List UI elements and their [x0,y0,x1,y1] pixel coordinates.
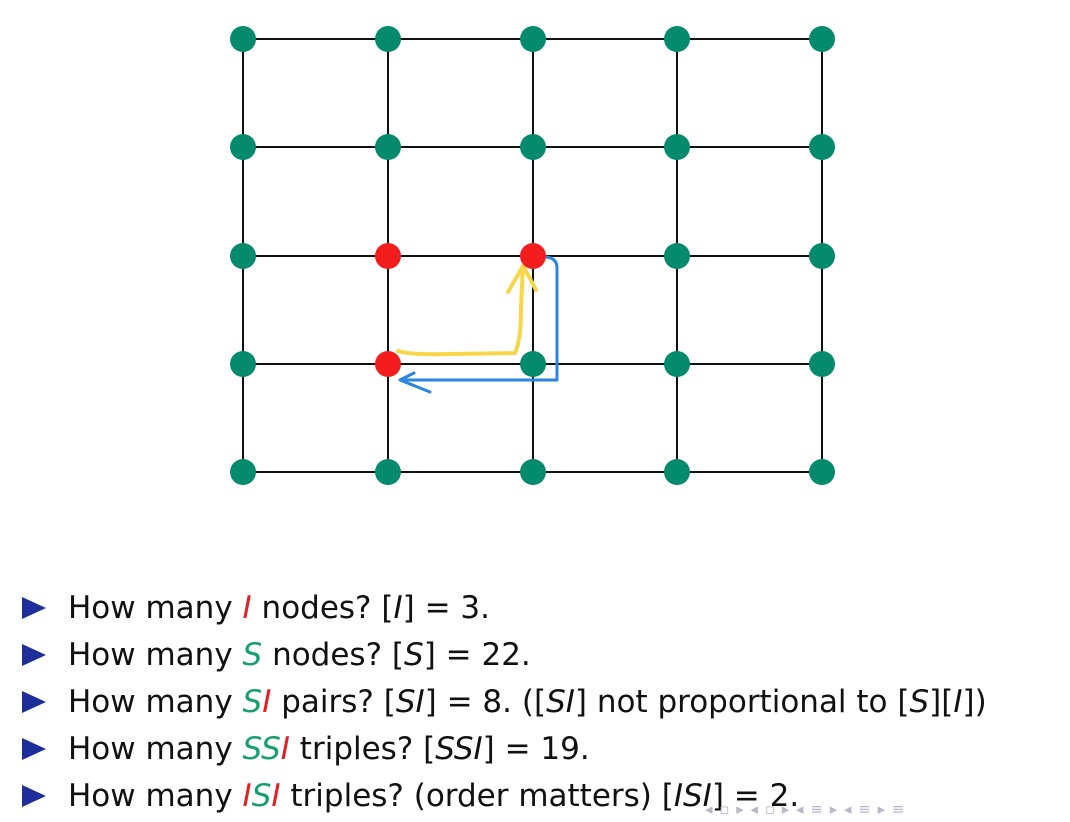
susceptible-node-r4-c3 [664,459,690,485]
infected-node-r3-c1 [375,351,401,377]
susceptible-node-r3-c4 [809,351,835,377]
susceptible-node-r4-c2 [520,459,546,485]
bullet-triangle-icon [22,643,46,666]
blue-path-arrow [398,255,559,394]
question-text-part: SS [242,730,281,767]
question-text-part: ]) [962,683,987,720]
susceptible-node-r2-c4 [809,243,835,269]
susceptible-node-r1-c4 [809,134,835,160]
question-text-part: How many [68,777,243,814]
question-text-part: ISI [673,777,712,814]
susceptible-node-r1-c1 [375,134,401,160]
bullet-triangle-icon [22,737,46,760]
susceptible-node-r0-c4 [809,26,835,52]
susceptible-node-r0-c2 [520,26,546,52]
susceptible-node-r3-c0 [230,351,256,377]
slide-navigation-controls[interactable]: ◂ ▫ ▸ ◂ ▫ ▸ ◂ ≡ ▸ ◂ ≡ ▸ ≡ [705,800,906,818]
question-text-part: triples? (order matters) [ [280,777,674,814]
question-text-part: S [242,636,263,673]
lattice-network-diagram [230,26,835,485]
bullet-triangle-icon [22,690,46,713]
bullet-triangle-icon [22,596,46,619]
question-text-part: How many [68,636,243,673]
question-text-part: SI [546,683,575,720]
question-text-part: triples? [ [289,730,436,767]
susceptible-node-r1-c0 [230,134,256,160]
question-text-part: ] = 19. [482,730,590,767]
question-text-part: How many [68,730,243,767]
lattice-nodes [230,26,835,485]
question-text-part: I [242,777,252,814]
infected-node-r2-c1 [375,243,401,269]
question-text-part: ] not proportional to [ [574,683,910,720]
susceptible-node-r0-c0 [230,26,256,52]
susceptible-node-r2-c0 [230,243,256,269]
susceptible-node-r0-c1 [375,26,401,52]
question-text-part: I [280,730,290,767]
question-text-part: S [251,777,272,814]
yellow-path-arrow [396,264,538,357]
susceptible-node-r4-c4 [809,459,835,485]
question-list: How many I nodes? [I] = 3.How many S nod… [22,584,987,819]
susceptible-node-r1-c2 [520,134,546,160]
bullet-triangle-icon [22,784,46,807]
susceptible-node-r1-c3 [664,134,690,160]
question-text-part: SSI [435,730,483,767]
susceptible-node-r3-c3 [664,351,690,377]
susceptible-node-r0-c3 [664,26,690,52]
question-item-1: How many I nodes? [I] = 3. [22,584,987,631]
question-text-part: I [242,589,252,626]
question-text-part: ] = 2. [711,777,800,814]
question-text-part: ] = 3. [402,589,490,626]
infected-node-r2-c2 [520,243,546,269]
question-text-part: I [953,683,963,720]
question-text-part: ] = 22. [423,636,531,673]
question-text-part: S [404,636,424,673]
susceptible-node-r2-c3 [664,243,690,269]
susceptible-node-r4-c0 [230,459,256,485]
question-text-part: nodes? [ [251,589,394,626]
question-text-part: pairs? [ [271,683,396,720]
question-text-part: I [271,777,281,814]
question-text-part: SI [395,683,425,720]
question-text-part: S [909,683,930,720]
question-text-part: ][ [929,683,954,720]
question-text-part: How many [68,683,243,720]
question-text-part: How many [68,589,243,626]
susceptible-node-r4-c1 [375,459,401,485]
question-text-part: S [242,683,263,720]
question-item-2: How many S nodes? [S] = 22. [22,631,987,678]
question-text-part: I [393,589,403,626]
question-text-part: nodes? [ [262,636,404,673]
question-text-part: ] = 8. ([ [424,683,547,720]
susceptible-node-r3-c2 [520,351,546,377]
question-text-part: I [262,683,272,720]
